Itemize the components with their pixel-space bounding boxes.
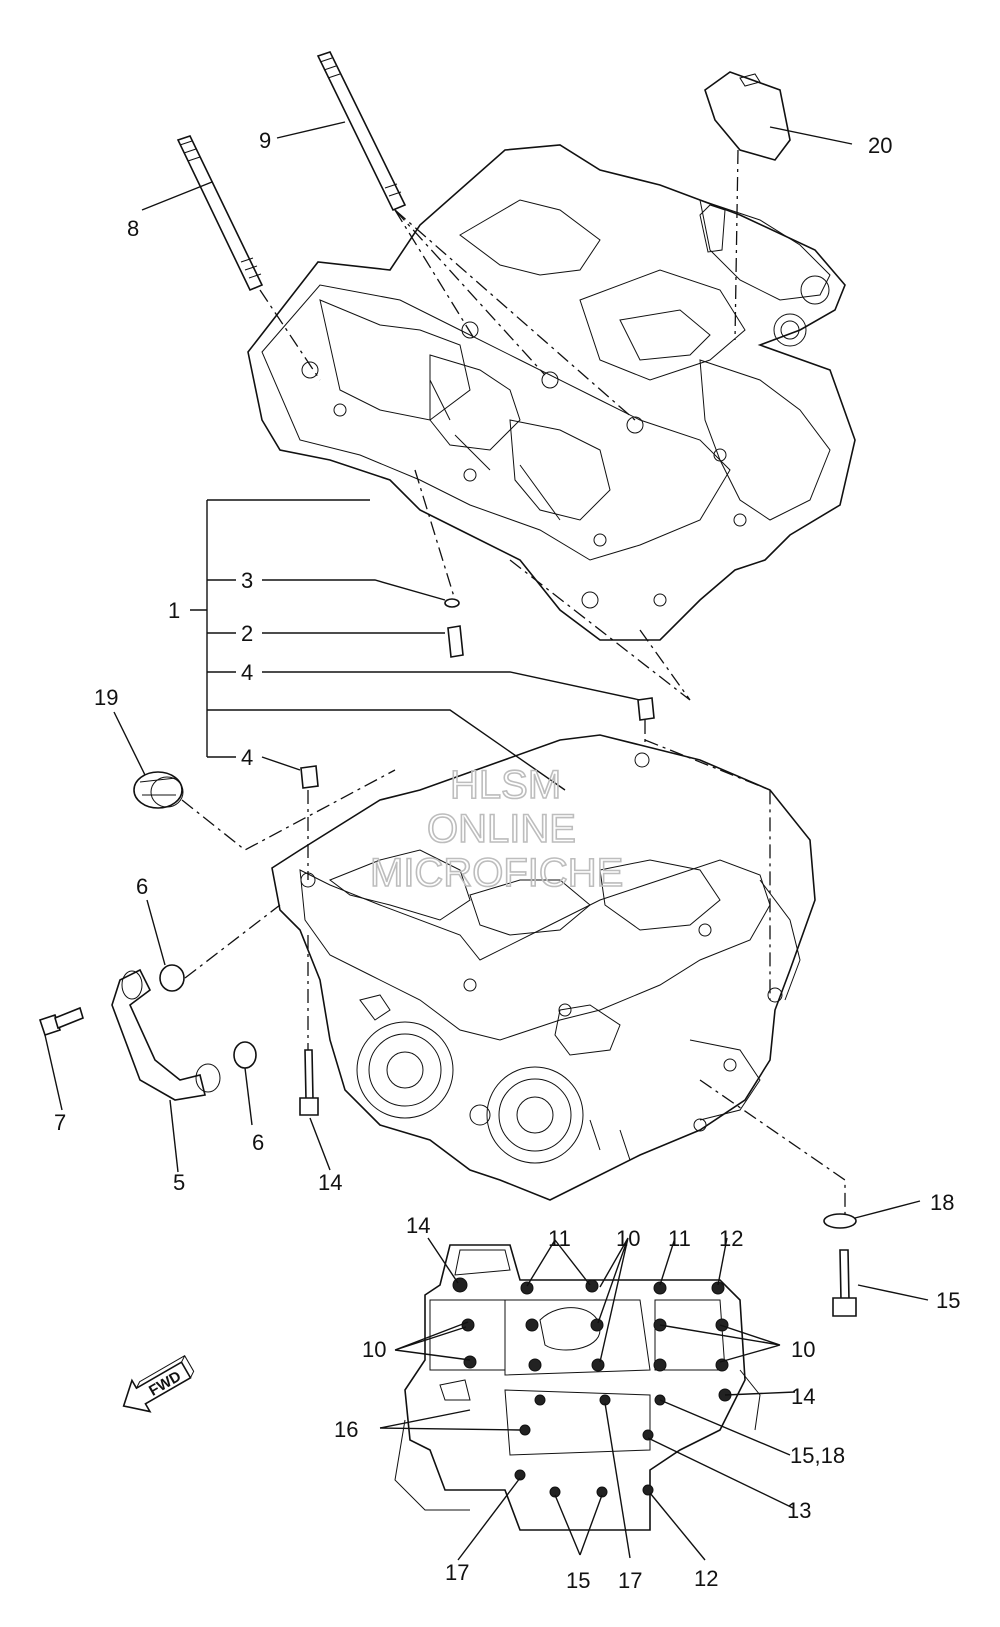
callout-10-top: 10 (616, 1226, 640, 1251)
dowel-4-upper (637, 697, 655, 721)
callout-13: 13 (787, 1498, 811, 1523)
stud-bolt-9 (316, 51, 407, 212)
callout-6-right: 6 (252, 1130, 264, 1155)
callout-7: 7 (54, 1110, 66, 1135)
pin-2 (447, 625, 464, 658)
bolt-15 (832, 1249, 857, 1317)
o-ring-6-b (233, 1041, 257, 1069)
callout-15-18: 15,18 (790, 1443, 845, 1468)
callout-6-left: 6 (136, 874, 148, 899)
callout-16: 16 (334, 1417, 358, 1442)
callout-labels: 1 3 2 4 4 8 9 20 19 6 6 7 5 14 18 15 14 … (54, 128, 960, 1593)
watermark-line-2: ONLINE (427, 807, 576, 851)
upper-crankcase (247, 144, 856, 641)
callout-15-bolt: 15 (936, 1288, 960, 1313)
watermark-line-3: MICROFICHE (370, 851, 623, 895)
callout-14-right: 14 (791, 1384, 815, 1409)
callout-15-bottom: 15 (566, 1568, 590, 1593)
plug-19 (133, 771, 184, 809)
watermark: HLSM ONLINE MICROFICHE (369, 762, 624, 896)
callout-12-bottom: 12 (694, 1566, 718, 1591)
callout-11-a: 11 (548, 1226, 571, 1251)
callout-20: 20 (868, 133, 892, 158)
callout-4-lower: 4 (241, 745, 253, 770)
callout-3: 3 (241, 568, 253, 593)
callout-10-left: 10 (362, 1337, 386, 1362)
o-ring-3 (444, 598, 460, 608)
bolt-7 (38, 1006, 84, 1037)
callout-18: 18 (930, 1190, 954, 1215)
leader-lines (44, 121, 929, 1561)
dowel-4-lower (300, 765, 319, 789)
pipe-5 (111, 968, 221, 1101)
callout-11-b: 11 (668, 1226, 691, 1251)
callout-5: 5 (173, 1170, 185, 1195)
callout-14-bolt: 14 (318, 1170, 342, 1195)
callout-12-top: 12 (719, 1226, 743, 1251)
washer-18 (823, 1213, 857, 1229)
lower-crankcase (271, 734, 816, 1201)
callout-9: 9 (259, 128, 271, 153)
callout-10-right: 10 (791, 1337, 815, 1362)
centerlines (181, 149, 846, 1215)
bolt-14 (299, 1049, 319, 1116)
o-ring-6-a (159, 964, 185, 992)
bottom-view-crankcase (394, 1244, 761, 1531)
callout-19: 19 (94, 685, 118, 710)
callout-8: 8 (127, 216, 139, 241)
forward-direction-arrow: FWD (122, 1355, 195, 1413)
cover-20 (704, 71, 791, 161)
callout-17-right: 17 (618, 1568, 642, 1593)
callout-14-bottom-top: 14 (406, 1213, 430, 1238)
callout-4-upper: 4 (241, 660, 253, 685)
callout-17-left: 17 (445, 1560, 469, 1585)
callout-2: 2 (241, 621, 253, 646)
callout-1: 1 (168, 598, 180, 623)
stud-bolt-8 (176, 135, 264, 292)
watermark-line-1: HLSM (450, 763, 561, 807)
